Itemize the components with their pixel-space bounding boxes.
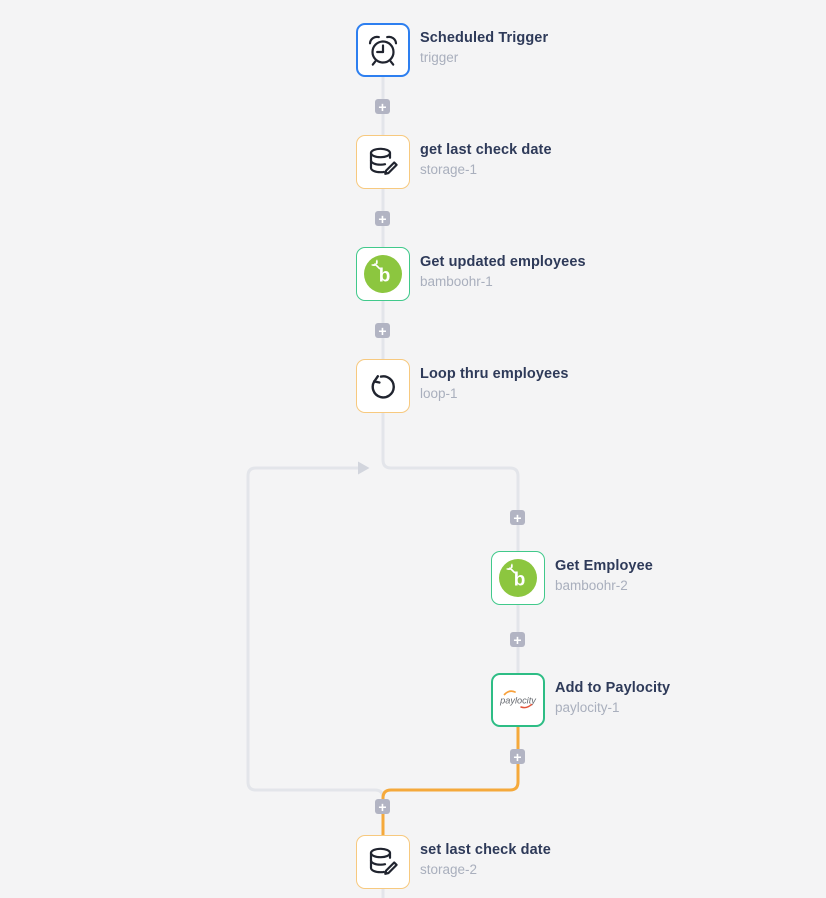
add-step-button[interactable]: + [375,799,390,814]
node-title: get last check date [420,142,552,158]
node-subtitle: bamboohr-1 [420,274,493,289]
add-step-button[interactable]: + [375,323,390,338]
node-title: Get Employee [555,558,653,574]
loop-icon [371,375,395,399]
node-get-updated-employees: b Get updated employees bamboohr-1 [356,247,586,301]
node-subtitle: trigger [420,50,459,65]
node-loop-thru-employees: Loop thru employees loop-1 [356,359,569,413]
add-step-button[interactable]: + [510,632,525,647]
node-title: Loop thru employees [420,366,569,382]
node-title: Add to Paylocity [555,680,671,696]
node-set-last-check-date: set last check date storage-2 [356,835,551,889]
alarm-clock-icon [368,35,398,66]
node-subtitle: storage-2 [420,862,478,877]
svg-text:b: b [514,570,526,591]
node-subtitle: bamboohr-2 [555,578,628,593]
connector-loop-entry [381,411,520,553]
paylocity-icon: paylocity [499,690,537,709]
node-box-storage-1[interactable] [356,135,410,189]
bamboohr-icon: b [499,559,537,597]
svg-text:paylocity: paylocity [499,696,537,706]
database-edit-icon [369,147,398,175]
node-title: Scheduled Trigger [420,30,549,46]
bamboohr-icon: b [364,255,402,293]
node-box-storage-2[interactable] [356,835,410,889]
node-box-bamboohr-1[interactable]: b [356,247,410,301]
node-subtitle: loop-1 [420,386,458,401]
node-subtitle: paylocity-1 [555,700,620,715]
add-step-button[interactable]: + [375,99,390,114]
svg-text:b: b [379,266,391,287]
add-step-button[interactable]: + [375,211,390,226]
node-box-bamboohr-2[interactable]: b [491,551,545,605]
node-box-paylocity-1[interactable]: paylocity [491,673,545,727]
node-box-loop-1[interactable] [356,359,410,413]
node-title: set last check date [420,842,551,858]
connector-loop-exit-orange [381,725,520,837]
node-get-employee: b Get Employee bamboohr-2 [491,551,653,605]
node-title: Get updated employees [420,254,586,270]
add-step-button[interactable]: + [510,510,525,525]
loop-arrow-icon [358,461,370,475]
node-add-to-paylocity: paylocity Add to Paylocity paylocity-1 [491,673,670,727]
node-subtitle: storage-1 [420,162,478,177]
node-box-scheduled-trigger[interactable] [356,23,410,77]
connector-loop-back-rail [246,466,385,800]
node-get-last-check-date: get last check date storage-1 [356,135,552,189]
add-step-button[interactable]: + [510,749,525,764]
database-edit-icon [369,847,398,875]
node-scheduled-trigger: Scheduled Trigger trigger [356,23,548,77]
